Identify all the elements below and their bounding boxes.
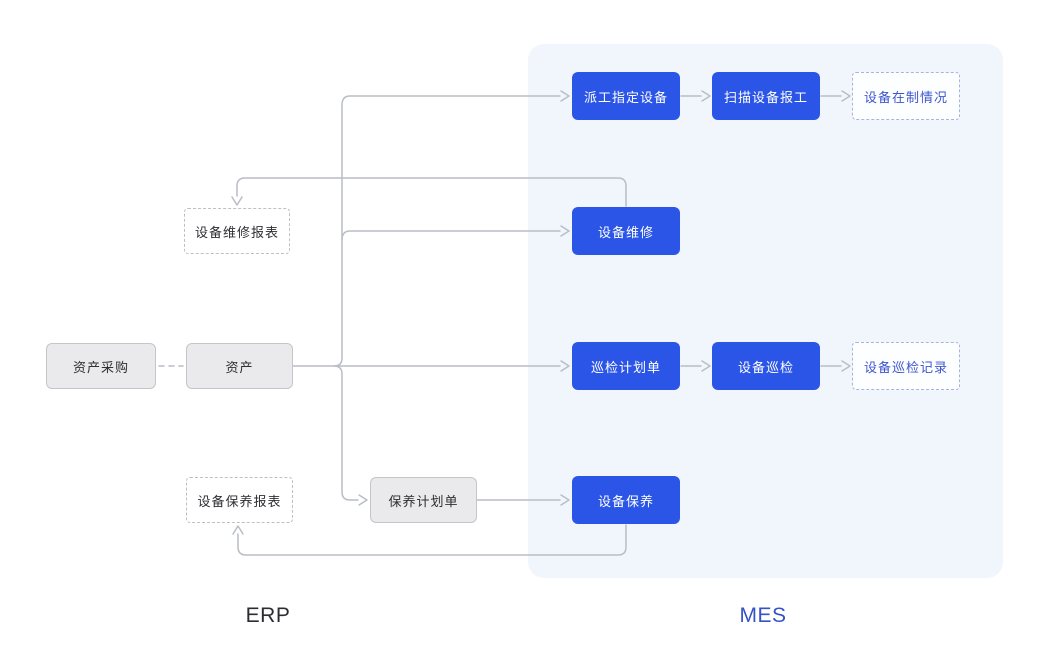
- mes-lane-label: MES: [739, 604, 787, 627]
- node-maintenance-plan: 保养计划单: [370, 477, 477, 523]
- node-inspection: 设备巡检: [712, 342, 820, 390]
- node-maintenance: 设备保养: [572, 476, 680, 524]
- node-maintenance-report: 设备保养报表: [186, 477, 293, 523]
- edge-asset-dispatch: [333, 90, 570, 367]
- node-asset: 资产: [186, 343, 293, 389]
- node-scan-report: 扫描设备报工: [712, 72, 820, 120]
- node-inspection-plan: 巡检计划单: [572, 342, 680, 390]
- edge-inspection-record: [820, 360, 851, 372]
- node-asset-purchase: 资产采购: [46, 343, 156, 389]
- edge-scan-wip: [820, 90, 851, 102]
- edge-repair-repair-report: [231, 177, 627, 207]
- edge-dispatch-scan: [680, 90, 711, 102]
- edge-asset-maintenance-plan: [333, 365, 368, 506]
- erp-lane-label: ERP: [245, 604, 291, 627]
- node-inspection-record: 设备巡检记录: [852, 342, 960, 390]
- node-wip-status: 设备在制情况: [852, 72, 960, 120]
- edge-asset-repair: [341, 225, 570, 241]
- edge-maintenance-plan-maintenance: [476, 494, 570, 506]
- node-dispatch: 派工指定设备: [572, 72, 680, 120]
- node-repair: 设备维修: [572, 207, 680, 255]
- edge-maintenance-maintenance-report: [232, 524, 627, 556]
- edge-inspection-plan-inspection: [680, 360, 711, 372]
- node-repair-report: 设备维修报表: [184, 208, 290, 254]
